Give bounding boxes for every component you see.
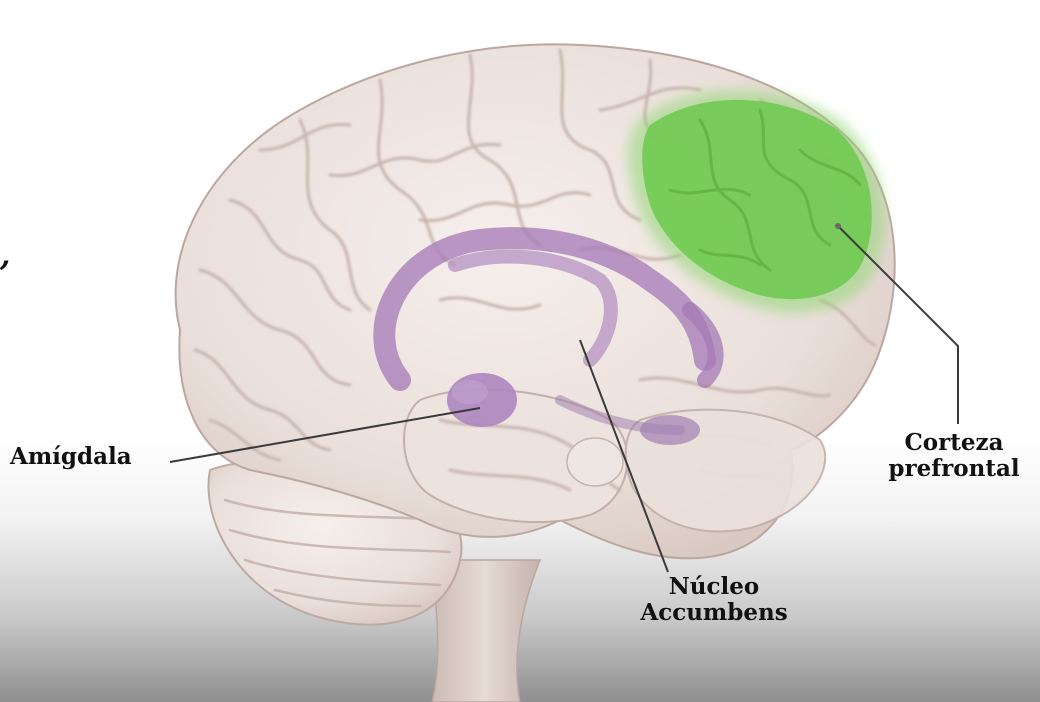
label-corteza-line1: Corteza xyxy=(872,430,1036,456)
label-corteza-prefrontal: Corteza prefrontal xyxy=(872,430,1036,482)
label-amigdala: Amígdala xyxy=(10,444,132,470)
label-nucleo-line2: Accumbens xyxy=(616,600,812,626)
label-amigdala-text: Amígdala xyxy=(10,444,132,470)
label-nucleo-line1: Núcleo xyxy=(616,574,812,600)
nucleus-structure xyxy=(640,415,700,445)
label-nucleo-accumbens: Núcleo Accumbens xyxy=(616,574,812,626)
label-corteza-line2: prefrontal xyxy=(872,456,1036,482)
edge-glyph: , xyxy=(0,238,10,273)
